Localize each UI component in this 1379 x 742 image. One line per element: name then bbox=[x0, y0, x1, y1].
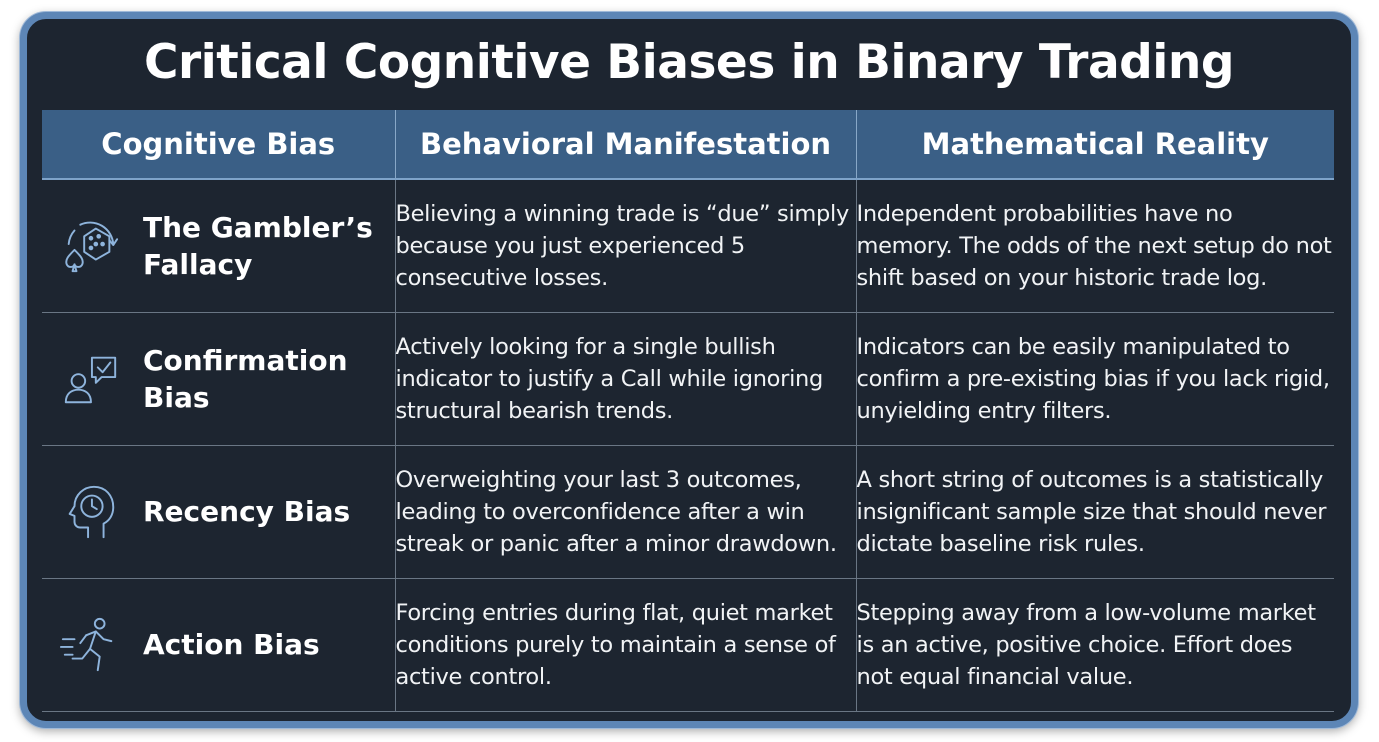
head-clock-icon bbox=[59, 481, 121, 543]
column-header-behavioral-manifestation: Behavioral Manifestation bbox=[394, 110, 856, 180]
reality-cell: Independent probabilities have no memory… bbox=[855, 179, 1334, 313]
bias-cell: Confirmation Bias bbox=[42, 312, 395, 446]
bias-cell: The Gambler’s Fallacy bbox=[42, 179, 395, 313]
bias-name: Recency Bias bbox=[143, 495, 351, 529]
table-row: Recency Bias Overweighting your last 3 o… bbox=[42, 445, 1334, 579]
reality-cell: A short string of outcomes is a statisti… bbox=[855, 445, 1334, 579]
table-row: The Gambler’s Fallacy Believing a winnin… bbox=[42, 179, 1334, 313]
running-person-icon bbox=[59, 614, 121, 676]
manifestation-cell: Forcing entries during flat, quiet marke… bbox=[394, 578, 856, 713]
table-row: Confirmation Bias Actively looking for a… bbox=[42, 312, 1334, 446]
page-title: Critical Cognitive Biases in Binary Trad… bbox=[143, 35, 1235, 90]
person-checkmark-icon bbox=[59, 348, 121, 410]
bias-cell: Action Bias bbox=[42, 578, 395, 713]
manifestation-cell: Believing a winning trade is “due” simpl… bbox=[394, 179, 856, 313]
reality-cell: Stepping away from a low-volume market i… bbox=[855, 578, 1334, 713]
column-header-cognitive-bias: Cognitive Bias bbox=[42, 110, 395, 180]
bias-cell: Recency Bias bbox=[42, 445, 395, 579]
bias-name: Action Bias bbox=[143, 628, 320, 662]
bias-name: Confirmation Bias bbox=[143, 343, 348, 414]
manifestation-cell: Actively looking for a single bullish in… bbox=[394, 312, 856, 446]
reality-cell: Indicators can be easily manipulated to … bbox=[855, 312, 1334, 446]
bias-table: Cognitive Bias Behavioral Manifestation … bbox=[42, 110, 1334, 713]
bias-name: The Gambler’s Fallacy bbox=[143, 211, 373, 281]
gambler-dice-icon bbox=[59, 215, 121, 277]
table-header-row: Cognitive Bias Behavioral Manifestation … bbox=[42, 110, 1334, 180]
manifestation-cell: Overweighting your last 3 outcomes, lead… bbox=[394, 445, 856, 579]
table-row: Action Bias Forcing entries during flat,… bbox=[42, 578, 1334, 713]
column-header-mathematical-reality: Mathematical Reality bbox=[855, 110, 1334, 180]
infographic-frame: Critical Cognitive Biases in Binary Trad… bbox=[20, 12, 1358, 728]
